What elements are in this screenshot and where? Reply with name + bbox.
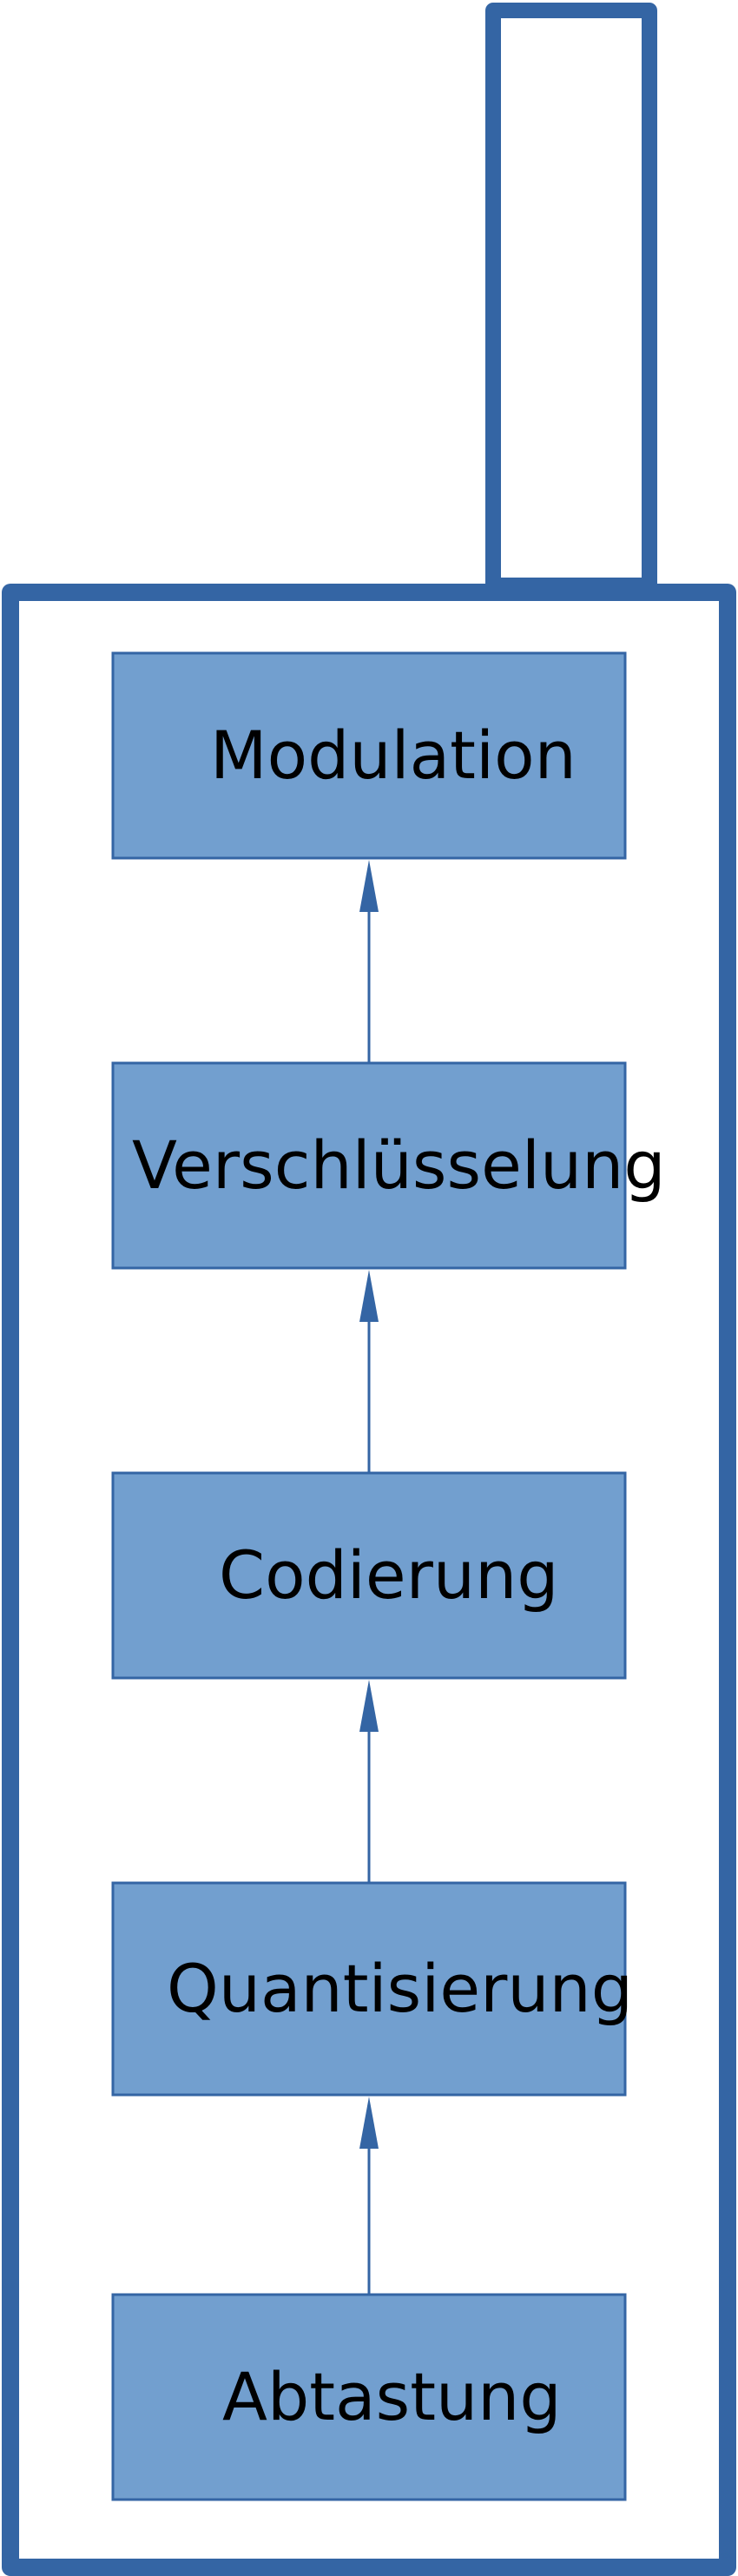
stage-label: Modulation xyxy=(210,717,577,794)
stage-quantisierung: Quantisierung xyxy=(111,1881,633,2097)
stage-box xyxy=(111,2293,627,2501)
stage-codierung: Codierung xyxy=(111,1471,627,1680)
arrow-verschluesselung-to-modulation xyxy=(359,860,379,1063)
arrow-quantisierung-to-codierung xyxy=(359,1680,379,1883)
stage-label: Quantisierung xyxy=(167,1950,633,2027)
stage-label: Abtastung xyxy=(222,2358,562,2435)
stage-verschluesselung: Verschlüsselung xyxy=(111,1061,666,1270)
stage-box xyxy=(111,651,627,860)
stage-box xyxy=(111,1471,627,1680)
stage-box xyxy=(111,1881,627,2097)
arrow-head xyxy=(359,2097,379,2149)
stage-label: Verschlüsselung xyxy=(132,1126,666,1204)
stage-label: Codierung xyxy=(219,1536,559,1614)
arrow-codierung-to-verschluesselung xyxy=(359,1270,379,1473)
arrow-abtastung-to-quantisierung xyxy=(359,2097,379,2295)
arrow-head xyxy=(359,1680,379,1732)
stage-abtastung: Abtastung xyxy=(111,2293,627,2501)
antenna xyxy=(485,3,657,593)
stage-modulation: Modulation xyxy=(111,651,627,860)
arrow-head xyxy=(359,1270,379,1322)
arrow-head xyxy=(359,860,379,912)
